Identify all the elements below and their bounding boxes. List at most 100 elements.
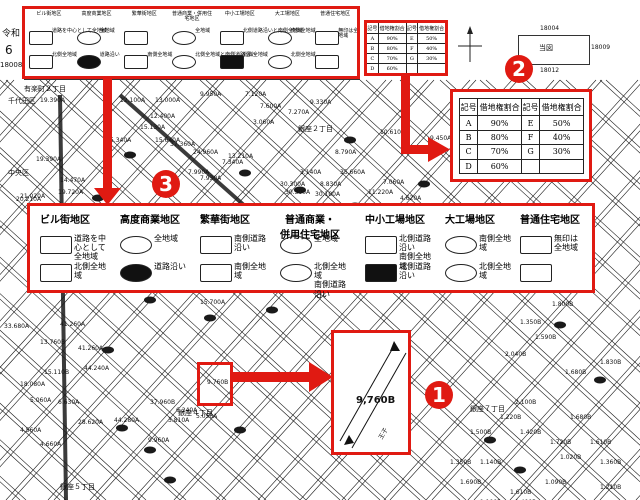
legend-note: 北側全地 域	[74, 262, 106, 281]
legend-small-note: 南側全地域	[147, 52, 173, 58]
legend-header: ビル街地区	[40, 215, 90, 226]
route-price-label: 1.500B	[470, 429, 492, 436]
street-edge	[557, 408, 640, 500]
index-center-label: 当図	[539, 44, 553, 52]
arrow-shaft-1	[233, 372, 313, 382]
arrow-shaft-3	[103, 79, 112, 191]
legend-small-header: 大工場地区	[274, 11, 300, 17]
route-price-label: 41.260A	[60, 321, 86, 328]
district-symbol-icon	[418, 180, 430, 188]
district-symbol-icon	[124, 151, 136, 159]
area-name-label: 千代田区	[8, 97, 36, 105]
route-price-label: 1.140B	[480, 459, 502, 466]
district-symbol-icon	[239, 169, 251, 177]
legend-small-symbol-icon	[267, 31, 292, 45]
route-price-label: 5.060A	[30, 397, 52, 404]
route-price-label: 1.680B	[565, 369, 587, 376]
district-symbol-icon	[594, 376, 606, 384]
route-price-label: 44.280A	[114, 417, 140, 424]
area-name-label: 有楽町２丁目	[24, 85, 66, 93]
route-price-label: 15.110B	[44, 369, 70, 376]
street-edge	[0, 366, 147, 500]
route-price-label: 6.630A	[58, 399, 80, 406]
route-price-label: 1.690B	[460, 479, 482, 486]
route-price-label: 20.210A	[16, 196, 42, 203]
ratio-cell	[520, 158, 541, 175]
legend-symbol-icon	[445, 236, 477, 254]
legend-symbol-icon	[40, 264, 72, 282]
ratio-cell: 60%	[477, 158, 522, 175]
district-symbol-icon	[164, 476, 176, 484]
street-edge	[0, 298, 221, 500]
route-price-label: 1.420B	[520, 429, 542, 436]
legend-note: 南側全地 域	[479, 234, 511, 253]
legend-header: 高度商業地区	[120, 215, 180, 226]
legend-note: 全地域	[314, 234, 338, 243]
legend-small-symbol-icon	[315, 55, 340, 69]
street-edge	[0, 79, 183, 282]
ratio-header: 記号	[458, 97, 479, 117]
legend-small-note: 全地域	[195, 28, 211, 34]
route-price-label: 1.800B	[552, 301, 574, 308]
arrow-shaft-2a	[401, 76, 410, 154]
ratio-cell: F	[520, 129, 541, 146]
ratio-cell: 90%	[477, 115, 522, 131]
district-symbol-icon	[514, 466, 526, 474]
index-top-code: 18004	[540, 25, 560, 32]
route-price-label: 41.260A	[78, 345, 104, 352]
street-edge	[0, 335, 181, 500]
street-edge	[0, 293, 227, 500]
legend-small-symbol-icon	[124, 55, 149, 69]
street-edge	[0, 79, 177, 275]
ratio-cell: 40%	[539, 129, 584, 146]
route-price-label: 1.350B	[520, 319, 542, 326]
route-price-label: 30.300A	[285, 189, 311, 196]
legend-small-note: 全地域	[99, 28, 115, 34]
legend-small-note: 道路を中心として全地域	[52, 28, 107, 34]
route-price-label: 13.210A	[228, 153, 254, 160]
route-price-label: 1.680B	[570, 414, 592, 421]
legend-symbol-icon	[520, 236, 552, 254]
street-edge	[431, 269, 640, 500]
route-price-label: 15.130A	[140, 124, 166, 131]
legend-small-symbol-icon	[267, 55, 292, 69]
route-price-label: 2.100B	[515, 399, 537, 406]
route-price-label: 19.390A	[36, 156, 62, 163]
route-price-label: 7.120A	[245, 91, 267, 98]
legend-small-symbol-icon	[219, 31, 244, 45]
legend-small-note: 北側全地域	[242, 52, 268, 58]
district-symbol-icon	[102, 346, 114, 354]
legend-note: 北側道路 沿い 南側全地 域	[399, 234, 431, 271]
legend-small-note: 道路沿い	[99, 52, 120, 58]
street-edge	[551, 402, 640, 500]
street-edge	[0, 329, 187, 500]
route-price-label: 30.300A	[280, 181, 306, 188]
ratio-cell: 80%	[477, 129, 522, 146]
area-name-label: 中央区	[8, 169, 29, 177]
legend-small-symbol-icon	[29, 31, 53, 45]
route-price-label: 1.020B	[560, 454, 582, 461]
ratio-cell: 30%	[539, 144, 584, 160]
route-price-label: 1.350B	[450, 459, 472, 466]
ratio-header: 借地権割合	[539, 97, 584, 117]
legend-small-header: 普通商業・併用住宅地区	[171, 11, 212, 23]
legend-note: 北側全地 域	[479, 262, 511, 281]
route-price-label: 11.220A	[368, 189, 394, 196]
route-price-label: 9.330A	[310, 99, 332, 106]
major-road-west	[58, 94, 68, 500]
route-price-label: 7.060A	[383, 179, 405, 186]
route-price-label: 44.240A	[84, 365, 110, 372]
route-price-label: 13.760B	[40, 339, 66, 346]
legend-small-note: 北側全地域	[290, 52, 316, 58]
district-symbol-icon	[144, 296, 156, 304]
district-symbol-icon	[144, 446, 156, 454]
highlight-legend-source	[22, 6, 360, 79]
route-price-label: 5.340A	[110, 137, 132, 144]
route-price-label: 3.140A	[300, 169, 322, 176]
legend-symbol-icon	[280, 236, 312, 254]
ratio-cell: G	[520, 144, 541, 160]
route-price-label: 1.610B	[590, 439, 612, 446]
